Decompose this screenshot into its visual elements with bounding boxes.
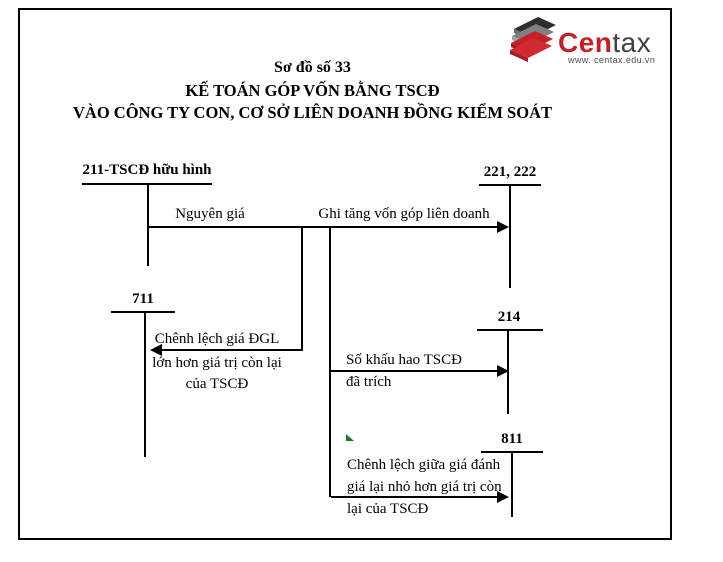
flow-711-text-line3: của TSCĐ [185, 376, 249, 392]
flow-811-line [331, 496, 497, 498]
account-711-stem [144, 311, 146, 457]
flow-711-text-line2: lớn hơn giá trị còn lại [152, 355, 282, 371]
flow-711-arrowhead-icon [150, 344, 162, 356]
centax-wordmark-dark: tax [612, 27, 652, 58]
flow-811-text-line2: giá lại nhỏ hơn giá trị còn [347, 479, 502, 495]
branch-to-214-811-stem [329, 226, 331, 497]
flow-main-right-label: Ghi tăng vốn góp liên doanh [318, 206, 490, 222]
diagram-number-title: Sơ đồ số 33 [274, 59, 351, 76]
branch-to-711-stem [301, 226, 303, 350]
flow-811-arrowhead-icon [497, 491, 509, 503]
account-214-stem [507, 329, 509, 414]
account-214-label: 214 [497, 309, 521, 325]
account-211-label: 211-TSCĐ hữu hình [82, 162, 212, 178]
account-811-stem [511, 451, 513, 517]
diagram-sub-title: VÀO CÔNG TY CON, CƠ SỞ LIÊN DOANH ĐỒNG K… [72, 103, 552, 122]
account-221-222-label: 221, 222 [483, 164, 537, 180]
flow-214-arrowhead-icon [497, 365, 509, 377]
centax-wordmark: Centax [558, 28, 651, 58]
green-triangle-mark-icon [346, 434, 354, 441]
centax-wordmark-red: Cen [558, 27, 613, 58]
flow-main-line [147, 226, 497, 228]
centax-layers-icon [510, 17, 556, 62]
centax-website: www. centax.edu.vn [568, 55, 656, 65]
account-811-label: 811 [501, 431, 523, 447]
flow-214-text-line2: đã trích [346, 374, 392, 390]
page-border [18, 8, 672, 540]
flow-main-left-label: Nguyên giá [175, 206, 245, 222]
account-221-222-stem [509, 184, 511, 288]
centax-logo: Centax www. centax.edu.vn [506, 12, 664, 65]
account-711-bar [111, 311, 175, 313]
account-214-bar [477, 329, 543, 331]
account-211-stem [147, 183, 149, 266]
flow-214-text-line1: Số khấu hao TSCĐ [346, 352, 462, 368]
flow-711-line [161, 349, 303, 351]
flow-811-text-line1: Chênh lệch giữa giá đánh [347, 457, 501, 473]
account-711-label: 711 [132, 291, 154, 307]
flow-711-text-line1: Chênh lệch giá ĐGL [154, 331, 280, 347]
flow-811-text-line3: lại của TSCĐ [347, 501, 429, 517]
flow-main-arrowhead-icon [497, 221, 509, 233]
flow-214-line [331, 370, 497, 372]
diagram-main-title: KẾ TOÁN GÓP VỐN BẰNG TSCĐ [185, 81, 440, 100]
